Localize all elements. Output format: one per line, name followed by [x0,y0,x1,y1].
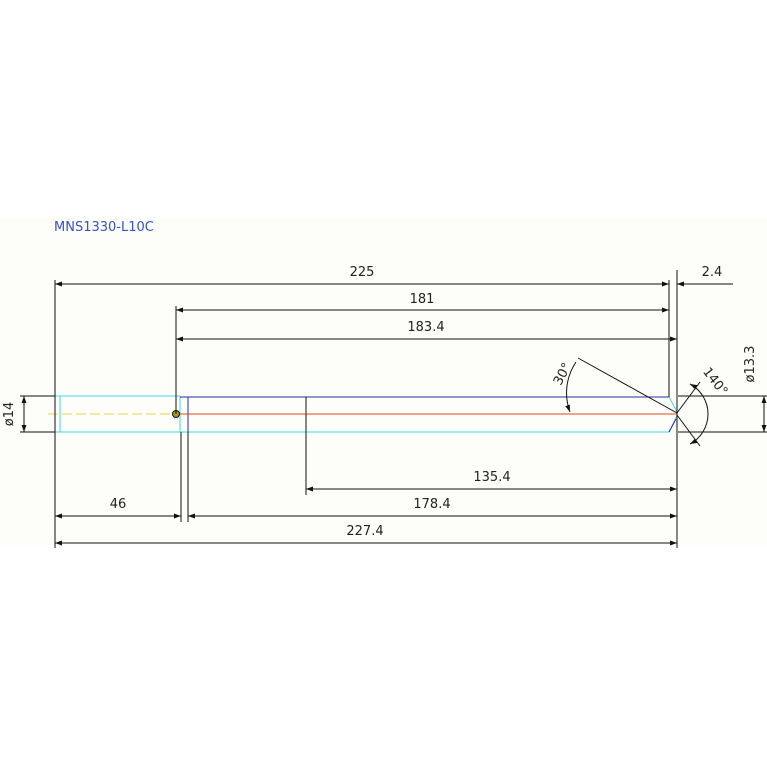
dim-head-length: 46 [110,497,127,512]
dim-length-135-4: 135.4 [473,470,510,485]
dim-overall-length: 225 [350,265,375,280]
dim-length-183-4: 183.4 [407,320,444,335]
dim-head-diameter: ø14 [2,402,17,427]
dimension-labels: 225 2.4 181 183.4 135.4 46 178.4 227.4 ø… [2,265,758,539]
dimension-lines [21,281,767,546]
part-number-label: MNS1330-L10C [54,220,154,235]
dim-total-length: 227.4 [346,524,383,539]
dim-shank-diameter: ø13.3 [743,346,758,383]
dim-length-181: 181 [410,292,435,307]
dim-point-angle: 140° [699,365,730,399]
dim-taper-angle: 30° [551,361,575,388]
dim-tip-length: 2.4 [702,265,723,280]
dim-length-178-4: 178.4 [413,497,450,512]
pin-body [48,395,678,433]
extension-lines [20,270,767,548]
